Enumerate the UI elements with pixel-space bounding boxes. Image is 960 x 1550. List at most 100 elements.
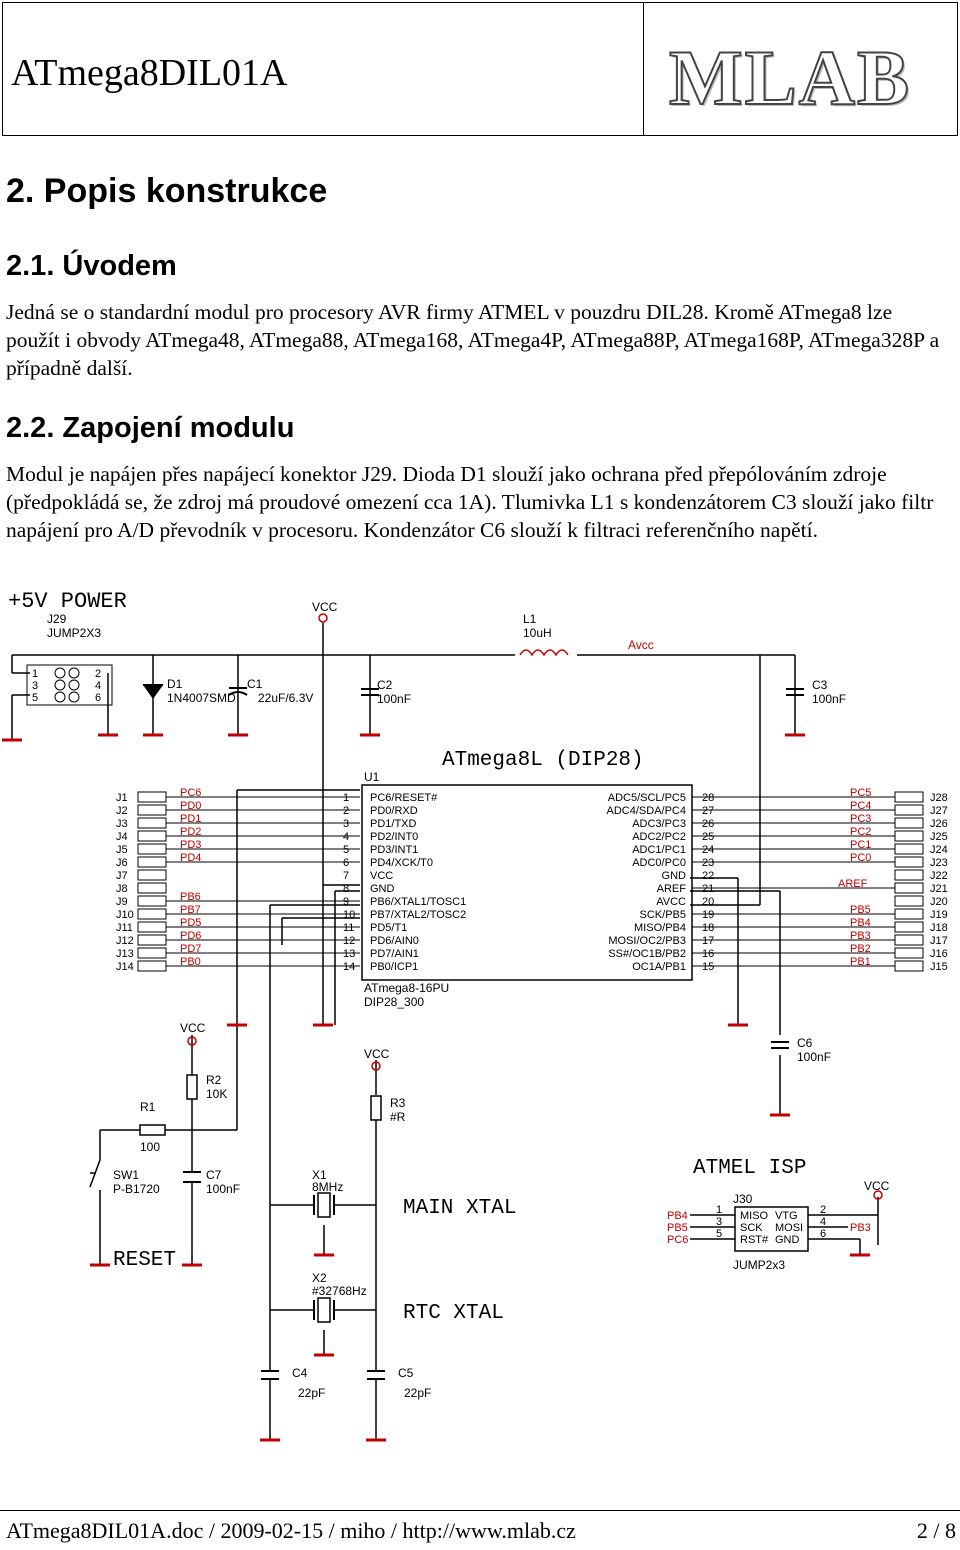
right-header-label: J22 bbox=[930, 870, 948, 882]
isp-signal-right: VTG bbox=[775, 1210, 798, 1222]
intro-heading: 2.1. Úvodem bbox=[6, 250, 177, 282]
right-header-pin bbox=[894, 856, 924, 868]
j29-type: JUMP2X3 bbox=[47, 626, 101, 640]
svg-text:R3: R3 bbox=[390, 1096, 406, 1110]
mcu-right-pin-name: ADC1/PC1 bbox=[632, 844, 686, 856]
footer-document-info: ATmega8DIL01A.doc / 2009-02-15 / miho / … bbox=[6, 1518, 576, 1543]
main-xtal-label: MAIN XTAL bbox=[403, 1197, 516, 1220]
capacitor-c2: C2 100nF bbox=[361, 678, 411, 706]
left-header-label: J3 bbox=[116, 818, 128, 830]
left-net-label: PD4 bbox=[180, 852, 201, 864]
mcu-left-pin-number: 5 bbox=[343, 844, 349, 856]
mcu-right-pin-number: 20 bbox=[702, 896, 714, 908]
svg-text:C6: C6 bbox=[797, 1036, 813, 1050]
mcu-right-pin-name: MOSI/OC2/PB3 bbox=[608, 935, 686, 947]
right-header-label: J28 bbox=[930, 792, 948, 804]
vcc-label-top: VCC bbox=[312, 600, 338, 614]
svg-text:Avcc: Avcc bbox=[628, 638, 654, 652]
isp-signal-right: MOSI bbox=[775, 1222, 803, 1234]
wiring-paragraph: Modul je napájen přes napájecí konektor … bbox=[6, 462, 934, 542]
capacitor-c6: C6 100nF bbox=[771, 1036, 831, 1064]
isp-net-label-pb3: PB3 bbox=[850, 1222, 871, 1234]
svg-text:SW1: SW1 bbox=[113, 1168, 139, 1182]
svg-text:100nF: 100nF bbox=[206, 1182, 240, 1196]
right-header-pin bbox=[894, 882, 924, 894]
isp-title: ATMEL ISP bbox=[693, 1157, 806, 1180]
left-net-label: PD0 bbox=[180, 800, 201, 812]
mcu-left-pin-number: 14 bbox=[343, 961, 355, 973]
svg-text:C2: C2 bbox=[377, 678, 393, 692]
right-net-label: PC3 bbox=[850, 813, 871, 825]
right-header-label: J24 bbox=[930, 844, 948, 856]
svg-text:1N4007SMD: 1N4007SMD bbox=[167, 691, 236, 705]
left-header-label: J13 bbox=[116, 948, 134, 960]
mcu-left-pin-name: PD4/XCK/T0 bbox=[370, 857, 433, 869]
svg-text:22pF: 22pF bbox=[404, 1386, 431, 1400]
page-header: ATmega8DIL01A MLAB bbox=[2, 2, 958, 136]
svg-text:#R: #R bbox=[390, 1110, 406, 1124]
resistor-r2: R2 10K bbox=[186, 1073, 227, 1101]
right-net-label: PB2 bbox=[850, 943, 871, 955]
ground-symbols bbox=[2, 733, 870, 1442]
isp-net-label: PC6 bbox=[667, 1234, 688, 1246]
svg-text:10K: 10K bbox=[206, 1087, 227, 1101]
right-header-pin bbox=[894, 960, 924, 972]
isp-signal-left: RST# bbox=[740, 1234, 769, 1246]
right-header-label: J17 bbox=[930, 935, 948, 947]
mcu-left-pin-number: 13 bbox=[343, 948, 355, 960]
svg-text:6: 6 bbox=[95, 692, 101, 704]
isp-pin-number: 6 bbox=[820, 1228, 826, 1240]
right-header-label: J27 bbox=[930, 805, 948, 817]
left-header-pin bbox=[137, 934, 167, 946]
left-header-pin bbox=[137, 869, 167, 881]
mcu-left-pin-name: PD1/TXD bbox=[370, 818, 417, 830]
crystal-x2: X2 #32768Hz RTC XTAL bbox=[312, 1271, 504, 1325]
capacitor-c5: C5 22pF bbox=[367, 1366, 431, 1400]
svg-text:100nF: 100nF bbox=[377, 692, 411, 706]
mcu-right-pin-name: ADC3/PC3 bbox=[632, 818, 686, 830]
capacitor-c3: C3 100nF bbox=[786, 678, 846, 706]
left-header-pin bbox=[137, 856, 167, 868]
inductor-l1: L1 10uH Avcc bbox=[515, 612, 654, 665]
mcu-left-pin-number: 1 bbox=[343, 792, 349, 804]
mcu-left-pin-name: PD3/INT1 bbox=[370, 844, 418, 856]
right-header-pin bbox=[894, 817, 924, 829]
mcu-right-pin-name: MISO/PB4 bbox=[634, 922, 686, 934]
right-net-label: PB4 bbox=[850, 917, 871, 929]
right-header-label: J26 bbox=[930, 818, 948, 830]
mcu-left-pin-number: 2 bbox=[343, 805, 349, 817]
mcu-left-pin-number: 9 bbox=[343, 896, 349, 908]
svg-text:JUMP2x3: JUMP2x3 bbox=[733, 1258, 785, 1272]
mcu-left-pin-number: 10 bbox=[343, 909, 355, 921]
mcu-right-pin-name: OC1A/PB1 bbox=[632, 961, 686, 973]
left-header-label: J4 bbox=[116, 831, 128, 843]
reset-label: RESET bbox=[113, 1249, 176, 1272]
mcu-left-pin-name: PD2/INT0 bbox=[370, 831, 418, 843]
right-net-label: PC5 bbox=[850, 787, 871, 799]
svg-text:C7: C7 bbox=[206, 1168, 222, 1182]
mcu-right-pin-name: SS#/OC1B/PB2 bbox=[608, 948, 686, 960]
mcu-right-pin-number: 16 bbox=[702, 948, 714, 960]
left-net-label: PD5 bbox=[180, 917, 201, 929]
wires bbox=[11, 623, 879, 1440]
wiring-heading: 2.2. Zapojení modulu bbox=[6, 412, 295, 444]
left-header-pin bbox=[137, 908, 167, 920]
mcu-left-pin-name: GND bbox=[370, 883, 395, 895]
vcc-label-r3: VCC bbox=[364, 1047, 390, 1061]
svg-text:4: 4 bbox=[95, 680, 101, 692]
mcu-left-pin-name: PD0/RXD bbox=[370, 805, 418, 817]
isp-signal-left: MISO bbox=[740, 1210, 769, 1222]
svg-text:R1: R1 bbox=[140, 1100, 156, 1114]
mcu-right-pin-name: SCK/PB5 bbox=[640, 909, 686, 921]
left-header-pin bbox=[137, 804, 167, 816]
mcu-right-pin-number: 25 bbox=[702, 831, 714, 843]
right-header-label: J16 bbox=[930, 948, 948, 960]
svg-text:1: 1 bbox=[32, 668, 38, 680]
left-header-label: J8 bbox=[116, 883, 128, 895]
mcu-right-pin-name: AVCC bbox=[656, 896, 686, 908]
mcu-right-pin-name: AREF bbox=[657, 883, 687, 895]
right-net-label: PC2 bbox=[850, 826, 871, 838]
isp-net-label: PB4 bbox=[667, 1210, 688, 1222]
svg-text:X2: X2 bbox=[312, 1271, 327, 1285]
